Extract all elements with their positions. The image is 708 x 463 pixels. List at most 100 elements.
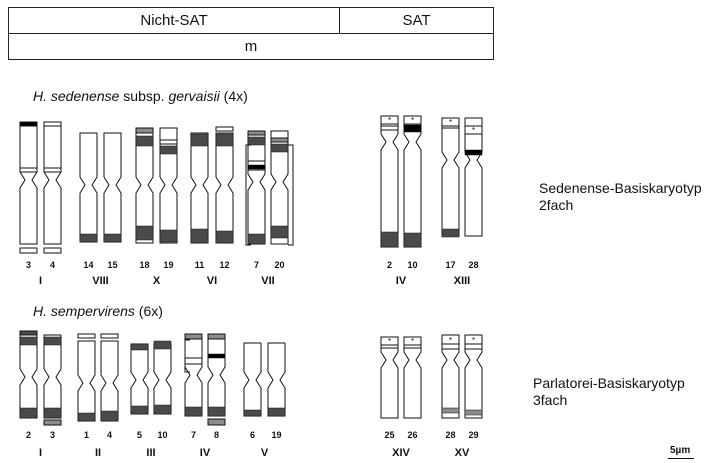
- chromosome-number: 12: [219, 260, 229, 270]
- chromosome-number: 17: [445, 260, 455, 270]
- chromosome-number: 15: [107, 260, 117, 270]
- satellite-foot: [44, 420, 61, 425]
- satellite-cap: [208, 334, 225, 339]
- satellite-star: *: [411, 337, 414, 346]
- chromosome: [160, 128, 177, 243]
- group-roman-numeral: IV: [396, 275, 407, 287]
- chromosome-number: 8: [214, 430, 219, 440]
- chromosome-number: 3: [50, 430, 55, 440]
- chromosome: [20, 335, 37, 418]
- satellite-star: *: [388, 116, 391, 125]
- group-roman-numeral: VII: [261, 275, 274, 287]
- chromosome-band: [131, 344, 148, 350]
- group-roman-numeral: IV: [200, 447, 211, 459]
- group-roman-numeral: XV: [455, 447, 470, 459]
- chromosome-number: 11: [195, 260, 205, 270]
- satellite-foot: [20, 248, 37, 253]
- chromosome-band: [442, 408, 459, 413]
- group-roman-numeral: V: [261, 447, 269, 459]
- chromosome: [78, 341, 95, 421]
- chromosome-number: 4: [50, 260, 55, 270]
- chromosome-number: 2: [387, 260, 392, 270]
- satellite-star: *: [449, 118, 452, 127]
- chromosome-number: 7: [191, 430, 196, 440]
- chromosome-band: [154, 341, 171, 349]
- chromosome: [20, 122, 37, 244]
- chromosome-number: 4: [107, 430, 112, 440]
- satellite-star: *: [411, 116, 414, 125]
- satellite-cap: [20, 122, 37, 126]
- group-roman-numeral: III: [146, 447, 155, 459]
- chromosome: [381, 116, 398, 247]
- chromosome-number: 10: [407, 260, 417, 270]
- chromosome-band: [154, 405, 171, 414]
- satellite-cap: [248, 131, 265, 135]
- group-roman-numeral: XIV: [392, 447, 410, 459]
- chromosome-band: [78, 413, 95, 421]
- chromosome: [208, 334, 225, 416]
- chromosome: [465, 118, 482, 236]
- chromosome-band: [191, 229, 208, 243]
- chromosome: [44, 122, 61, 244]
- chromosome-number: 19: [163, 260, 173, 270]
- chromosome: [104, 133, 121, 242]
- group-roman-numeral: I: [39, 275, 42, 287]
- chromosome-band: [44, 408, 61, 418]
- chromosome-band: [248, 165, 265, 169]
- chromosome: [191, 133, 208, 243]
- chromosome-band: [442, 229, 459, 237]
- chromosome-band: [101, 411, 118, 421]
- chromosome-band: [20, 408, 37, 418]
- chromosome-number: 2: [26, 430, 31, 440]
- satellite-cap: [136, 128, 153, 133]
- satellite-cap: [271, 138, 288, 142]
- chromosome: [80, 133, 97, 242]
- chromosome-number: 7: [254, 260, 259, 270]
- chromosome: [465, 335, 482, 418]
- chromosome-number: 19: [271, 430, 281, 440]
- chromosome-number: 29: [468, 430, 478, 440]
- chromosome: [44, 335, 61, 418]
- chromosome: [442, 335, 459, 418]
- chromosome: [154, 344, 171, 414]
- chromosome-band: [185, 407, 202, 416]
- chromosome-band: [208, 407, 225, 416]
- chromosome-band: [216, 231, 233, 243]
- chromosome-band: [271, 144, 288, 152]
- chromosome-number: 20: [274, 260, 284, 270]
- group-roman-numeral: XIII: [454, 275, 471, 287]
- chromosome-number: 3: [26, 260, 31, 270]
- satellite-star: *: [449, 336, 452, 345]
- chromosome-band: [268, 408, 285, 416]
- satellite-foot: [208, 419, 225, 425]
- group-roman-numeral: VI: [207, 275, 217, 287]
- chromosome-band: [216, 134, 233, 146]
- chromosome-number: 18: [139, 260, 149, 270]
- chromosome-band: [208, 354, 225, 358]
- chromosome: [442, 118, 459, 236]
- satellite-cap: [78, 334, 95, 338]
- chromosome-band: [465, 150, 482, 155]
- satellite-cap: [44, 122, 61, 126]
- chromosome-number: 26: [407, 430, 417, 440]
- chromosome-number: 1: [84, 430, 89, 440]
- chromosome-number: 14: [83, 260, 93, 270]
- chromosome-band: [136, 136, 153, 146]
- group-roman-numeral: I: [39, 447, 42, 459]
- satellite-cap: [185, 334, 202, 339]
- chromosome-band: [44, 337, 61, 345]
- chromosome-band: [465, 410, 482, 415]
- satellite-cap: [160, 140, 177, 144]
- satellite-star: *: [472, 336, 475, 345]
- satellite-cap: [101, 334, 118, 338]
- chromosome-number: 10: [157, 430, 167, 440]
- satellite-foot: [44, 248, 61, 253]
- chromosome: [131, 344, 148, 414]
- chromosome: [101, 341, 118, 421]
- satellite-star: *: [472, 126, 475, 135]
- chromosome-number: 25: [384, 430, 394, 440]
- group-roman-numeral: II: [95, 447, 101, 459]
- chromosome-band: [104, 234, 121, 242]
- chromosome: [404, 116, 421, 247]
- chromosome-band: [191, 134, 208, 146]
